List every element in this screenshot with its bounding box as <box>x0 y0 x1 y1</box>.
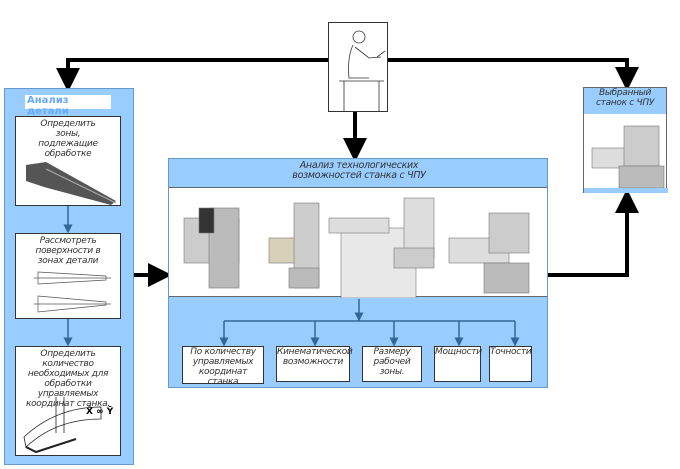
part-analysis-panel: Анализ детали Определить зоны, подлежащи… <box>4 88 134 465</box>
selected-machine-image <box>584 125 668 193</box>
criterion-accuracy: Точности <box>489 346 532 382</box>
machine-images <box>169 187 547 298</box>
step-label: Определить зоны, подлежащие обработке <box>38 119 98 159</box>
selected-machine-panel: Выбранный станок с ЧПУ <box>583 87 668 193</box>
criterion-kinematics: Кинематической возможности <box>276 346 353 382</box>
criterion-coordinates: По количеству управляемых координат стан… <box>182 346 264 387</box>
step-surfaces: Рассмотреть поверхности в зонах детали <box>15 233 121 319</box>
machining-drawing <box>23 397 102 454</box>
machine-analysis-panel: Анализ технологических возможностей стан… <box>168 158 548 388</box>
engineer-image <box>328 22 388 112</box>
panel-title: Анализ детали <box>25 95 111 117</box>
criterion-power: Мощности <box>434 346 482 382</box>
part-drawing <box>26 162 117 205</box>
panel-title: Анализ технологических возможностей стан… <box>292 160 426 181</box>
step-zones: Определить зоны, подлежащие обработке <box>15 116 121 206</box>
arrow-to-selected-machine <box>388 58 639 91</box>
step-coordinates: Определить количество необходимых для об… <box>15 346 121 456</box>
surface-drawing <box>34 271 111 313</box>
criterion-work-zone: Размеру рабочей зоны. <box>362 346 422 382</box>
arrow-to-part-analysis <box>56 58 328 92</box>
step-label: Рассмотреть поверхности в зонах детали <box>35 236 101 266</box>
panel-title: Выбранный станок с ЧПУ <box>584 88 666 114</box>
step-label: Определить количество необходимых для об… <box>25 349 111 409</box>
formula: X̄ ∞ Ȳ <box>86 407 114 417</box>
arrow-machine-to-selected <box>548 189 639 277</box>
